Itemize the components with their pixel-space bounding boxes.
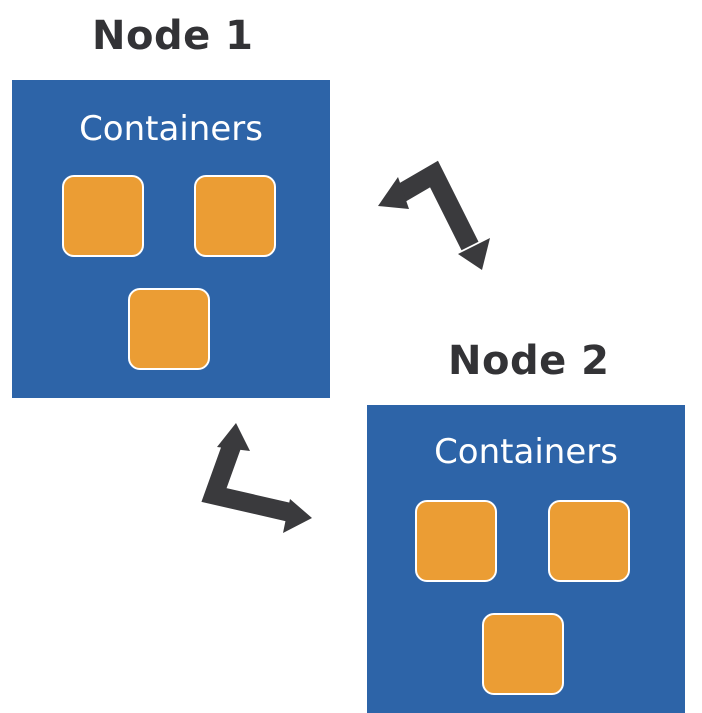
node-1-container-1 bbox=[62, 175, 144, 257]
node-2-box: Containers bbox=[367, 405, 685, 713]
node-1-containers-label: Containers bbox=[79, 109, 263, 149]
node-2-container-1 bbox=[415, 500, 497, 582]
node-2-container-3 bbox=[482, 613, 564, 695]
node-2-container-2 bbox=[548, 500, 630, 582]
node-1-box: Containers bbox=[12, 80, 330, 398]
node-2-title: Node 2 bbox=[448, 338, 610, 384]
node-1-container-3 bbox=[128, 288, 210, 370]
node-1-title: Node 1 bbox=[92, 13, 254, 59]
node-2-containers-label: Containers bbox=[434, 432, 618, 472]
node-1-container-2 bbox=[194, 175, 276, 257]
